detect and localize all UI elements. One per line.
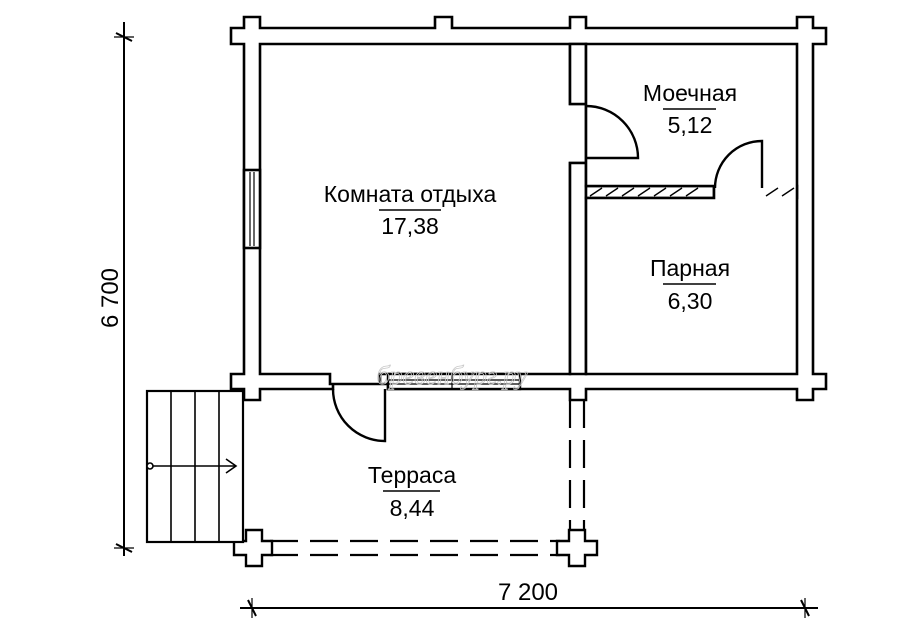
door-terrace [331, 388, 387, 443]
room-area-wash: 5,12 [668, 112, 713, 138]
partition-wall-wash-steam-left [584, 184, 716, 200]
room-label-rest: Комната отдыха [324, 181, 497, 207]
height-dimension-label: 6 700 [97, 268, 124, 328]
door-wash-room [585, 104, 640, 160]
room-area-steam: 6,30 [668, 288, 713, 314]
room-label-steam: Парная [650, 255, 730, 281]
room-area-rest: 17,38 [381, 213, 439, 239]
partition-wall-top [568, 42, 588, 106]
left-window [242, 168, 262, 250]
room-label-terrace: Терраса [368, 462, 456, 488]
room-label-wash: Моечная [643, 80, 737, 106]
watermark: бревенбург.ру [377, 361, 528, 390]
door-steam-room [713, 139, 764, 189]
right-rooms-inner [584, 42, 799, 376]
stairs-start-marker [146, 462, 154, 470]
stairs-arrow [225, 458, 238, 474]
width-dimension-label: 7 200 [498, 579, 558, 606]
room-area-terrace: 8,44 [390, 495, 435, 521]
partition-wall-middle [568, 161, 588, 376]
bottom-window [386, 372, 522, 391]
terrace-post-right [555, 528, 599, 568]
